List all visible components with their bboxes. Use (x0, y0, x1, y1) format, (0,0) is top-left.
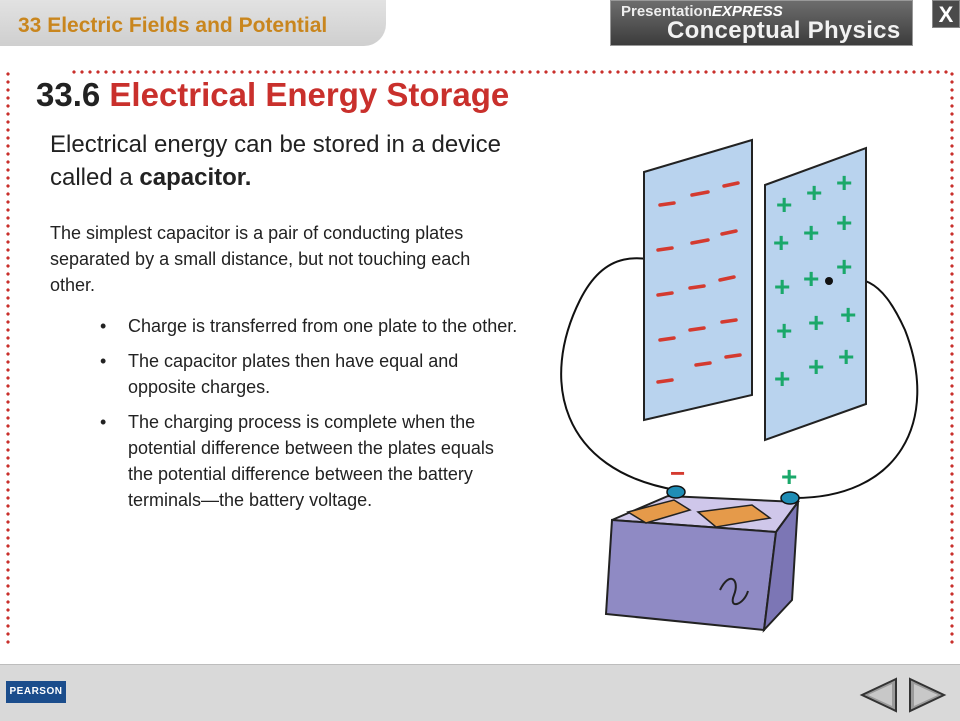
negative-terminal-cap (666, 485, 686, 499)
positive-terminal-pad (696, 504, 772, 528)
svg-text:+: + (773, 227, 789, 258)
top-bar: 33 Electric Fields and Potential Present… (0, 0, 960, 52)
intro-emphasis: capacitor. (139, 164, 252, 191)
svg-text:+: + (840, 299, 856, 330)
negative-charges (656, 181, 742, 384)
logo-main-text: Conceptual Physics (667, 17, 901, 44)
body-paragraph: The simplest capacitor is a pair of cond… (50, 223, 471, 295)
bullet-list: • Charge is transferred from one plate to… (100, 313, 520, 522)
bullet-item: • The capacitor plates then have equal an… (100, 348, 520, 400)
section-title: 33.6 Electrical Energy Storage (36, 76, 509, 114)
left-dotted-border (6, 70, 10, 648)
svg-text:+: + (808, 351, 824, 382)
bullet-icon: • (100, 316, 107, 336)
negative-terminal-pad (626, 499, 692, 524)
right-dotted-border (950, 70, 954, 648)
forward-arrow-icon[interactable] (906, 675, 950, 715)
intro-text: Electrical energy can be stored in a dev… (50, 128, 570, 194)
logo-top-line: PresentationEXPRESS (621, 3, 783, 20)
battery-scribble (719, 577, 749, 606)
positive-terminal-cap (780, 491, 800, 505)
section-name: Electrical Energy Storage (109, 76, 510, 113)
svg-text:+: + (803, 217, 819, 248)
battery-front (604, 518, 778, 632)
svg-text:+: + (803, 263, 819, 294)
svg-text:+: + (836, 207, 852, 238)
pearson-logo: PEARSON (6, 681, 66, 703)
terminal-negative-label: − (670, 458, 685, 488)
top-dotted-rule (70, 70, 950, 74)
bullet-text: The capacitor plates then have equal and… (128, 351, 459, 397)
bullet-text: Charge is transferred from one plate to … (128, 316, 518, 336)
chapter-tab: 33 Electric Fields and Potential (0, 0, 386, 46)
svg-text:+: + (806, 177, 822, 208)
bullet-icon: • (100, 412, 107, 432)
bullet-icon: • (100, 351, 107, 371)
section-number: 33.6 (36, 76, 101, 113)
close-button[interactable]: X (932, 0, 960, 28)
plate-contact-dot (825, 277, 833, 285)
chapter-title: 33 Electric Fields and Potential (18, 14, 328, 37)
svg-text:+: + (774, 363, 790, 394)
bullet-text: The charging process is complete when th… (128, 412, 494, 510)
bullet-item: • The charging process is complete when t… (100, 409, 520, 513)
capacitor-battery-illustration: + + + + + + + + + + + + + + + − + (560, 138, 919, 633)
svg-text:+: + (776, 189, 792, 220)
back-arrow-icon[interactable] (856, 675, 900, 715)
svg-text:+: + (838, 341, 854, 372)
logo-top-emphasis: EXPRESS (711, 3, 783, 20)
svg-text:+: + (836, 167, 852, 198)
positive-charges: + + + + + + + + + + + + + + + (773, 167, 856, 394)
svg-text:+: + (774, 271, 790, 302)
positive-plate (764, 146, 867, 442)
svg-text:+: + (836, 251, 852, 282)
logo-top-prefix: Presentation (621, 3, 712, 20)
svg-text:+: + (776, 315, 792, 346)
svg-text:+: + (808, 307, 824, 338)
bullet-item: • Charge is transferred from one plate to… (100, 313, 520, 339)
presentation-express-logo: PresentationEXPRESS Conceptual Physics (610, 0, 913, 46)
battery-side (762, 498, 800, 633)
terminal-positive-label: + (781, 461, 797, 492)
bottom-bar (0, 664, 960, 721)
intro-body: Electrical energy can be stored in a dev… (50, 131, 501, 191)
negative-plate (643, 138, 753, 422)
